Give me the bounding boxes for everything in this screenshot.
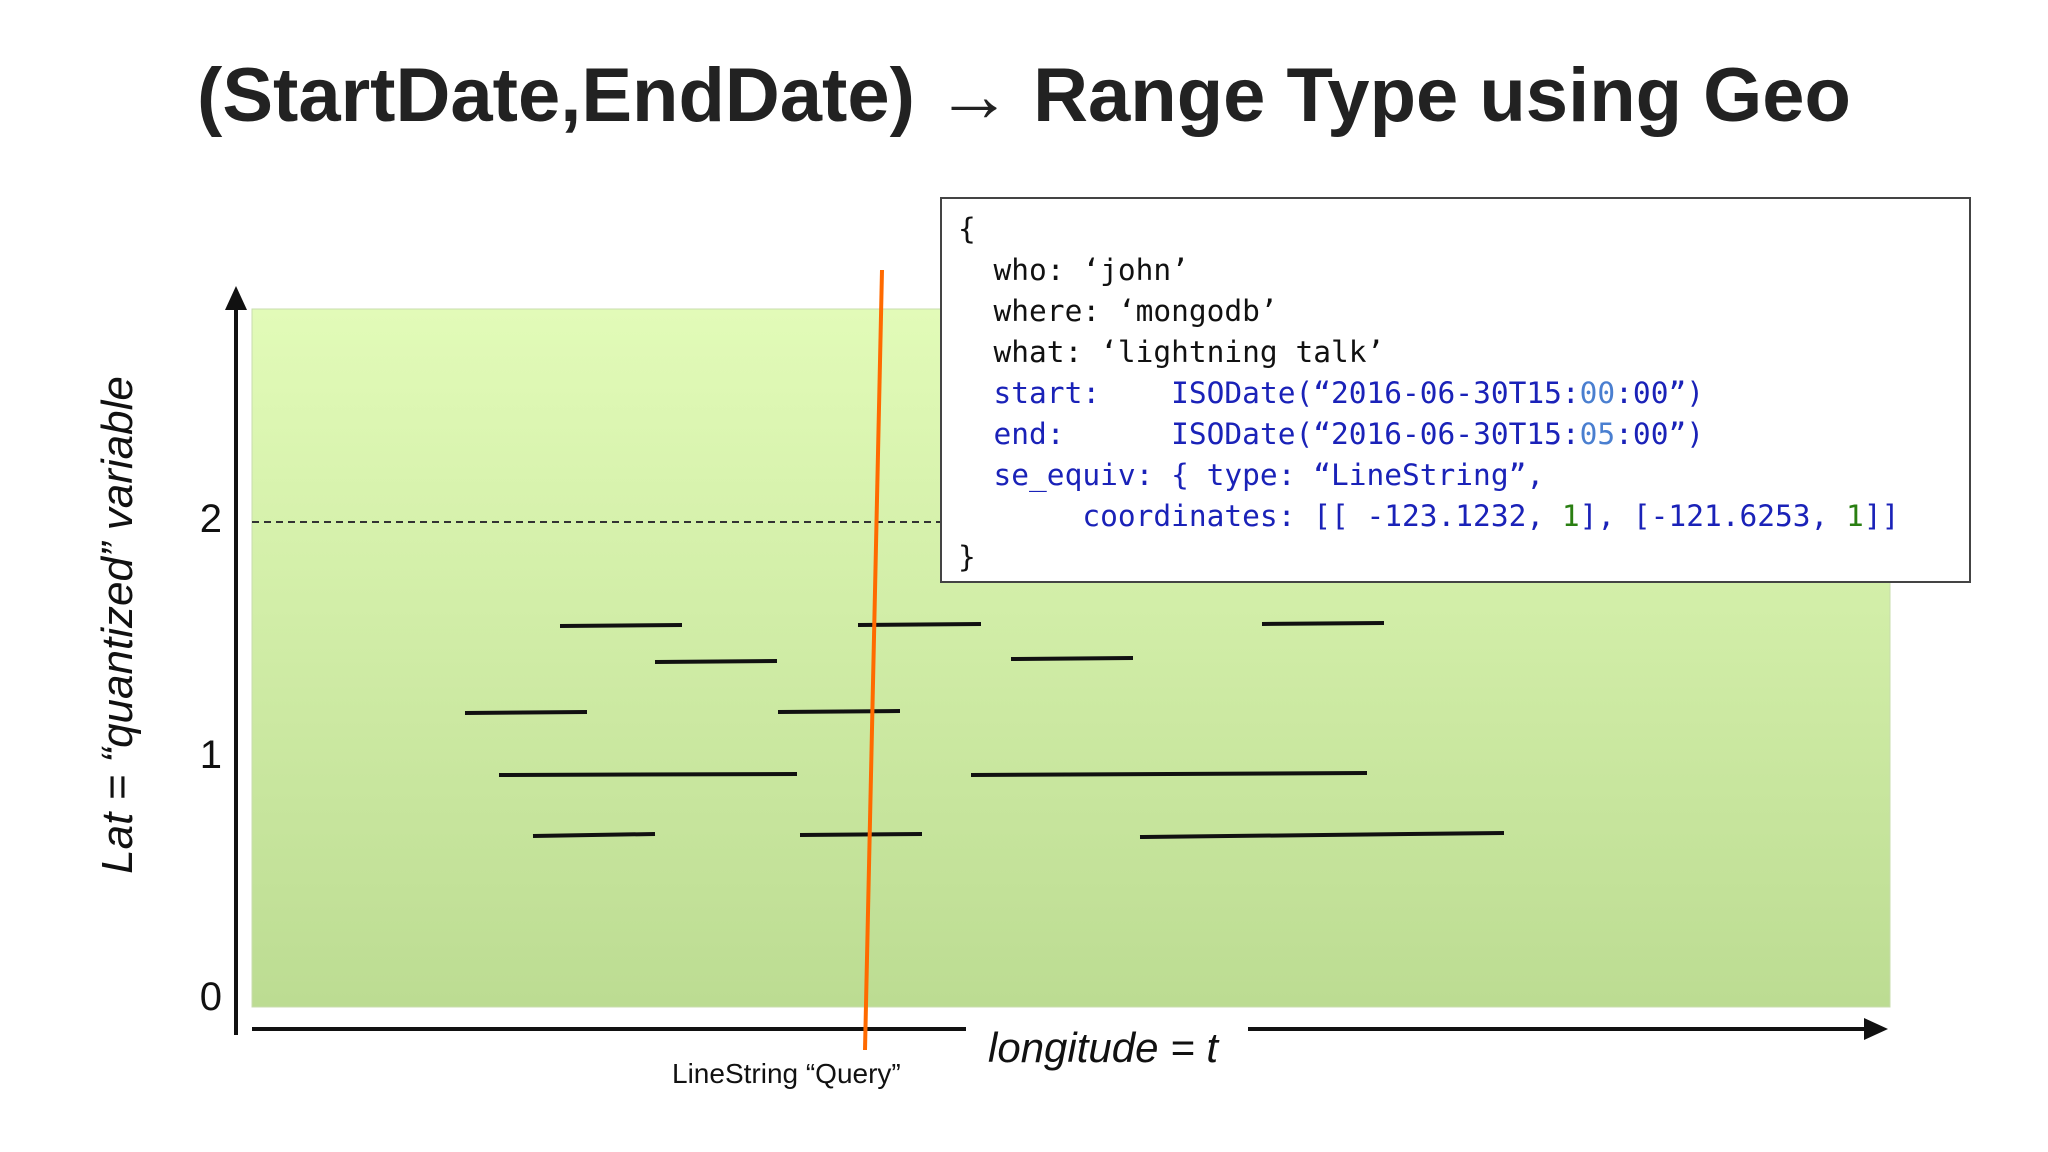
range-segment xyxy=(777,709,901,714)
code-end-key: end: xyxy=(958,417,1172,451)
x-axis-arrowhead xyxy=(1864,1018,1888,1040)
y-tick-0: 0 xyxy=(199,975,222,1019)
code-open-brace: { xyxy=(958,212,976,246)
code-start-minutes: 00 xyxy=(1579,376,1616,410)
code-end-tail: :00”) xyxy=(1615,417,1704,451)
code-coordinates: coordinates: [[ -123.1232, 1], [-121.625… xyxy=(958,496,1969,537)
code-where: where: ‘mongodb’ xyxy=(958,294,1278,328)
code-se-equiv: se_equiv: { type: “LineString”, xyxy=(958,458,1545,492)
range-segment xyxy=(654,659,778,664)
y-axis-arrowhead xyxy=(225,286,247,310)
code-close-brace: } xyxy=(958,540,976,574)
code-start-value: ISODate(“2016-06-30T15: xyxy=(1171,376,1580,410)
code-start-key: start: xyxy=(958,376,1172,410)
code-start-tail: :00”) xyxy=(1615,376,1704,410)
code-end-minutes: 05 xyxy=(1579,417,1616,451)
range-segment xyxy=(464,710,588,715)
y-tick-1: 1 xyxy=(199,733,222,777)
range-segment xyxy=(559,623,683,628)
code-coords-end: ]] xyxy=(1863,499,1900,533)
code-who: who: ‘john’ xyxy=(958,253,1189,287)
code-coords-lat-b: 1 xyxy=(1846,499,1864,533)
range-segment xyxy=(498,772,798,777)
x-axis-label: longitude = t xyxy=(988,1024,1219,1071)
code-start: start: ISODate(“2016-06-30T15:00:00”) xyxy=(958,373,1969,414)
range-segment xyxy=(970,771,1368,777)
document-code-box: { who: ‘john’ where: ‘mongodb’ what: ‘li… xyxy=(940,197,1971,583)
code-what: what: ‘lightning talk’ xyxy=(958,335,1385,369)
range-segment xyxy=(1261,621,1385,626)
range-segment xyxy=(799,832,923,837)
range-segment xyxy=(1010,656,1134,661)
code-end-value: ISODate(“2016-06-30T15: xyxy=(1171,417,1580,451)
code-coords-start: coordinates: [[ -123.1232, xyxy=(958,499,1562,533)
y-tick-2: 2 xyxy=(199,497,222,541)
range-segment xyxy=(1139,831,1505,839)
query-linestring xyxy=(863,269,884,1051)
code-coords-mid: ], [-121.6253, xyxy=(1579,499,1847,533)
code-end: end: ISODate(“2016-06-30T15:05:00”) xyxy=(958,414,1969,455)
query-label: LineString “Query” xyxy=(672,1058,901,1089)
range-segment xyxy=(532,832,656,838)
slide-title: (StartDate,EndDate) → Range Type using G… xyxy=(197,53,1851,138)
code-coords-lat-a: 1 xyxy=(1561,499,1580,533)
range-segment xyxy=(857,622,982,627)
y-axis-label: Lat = “quantized” variable xyxy=(93,376,142,874)
